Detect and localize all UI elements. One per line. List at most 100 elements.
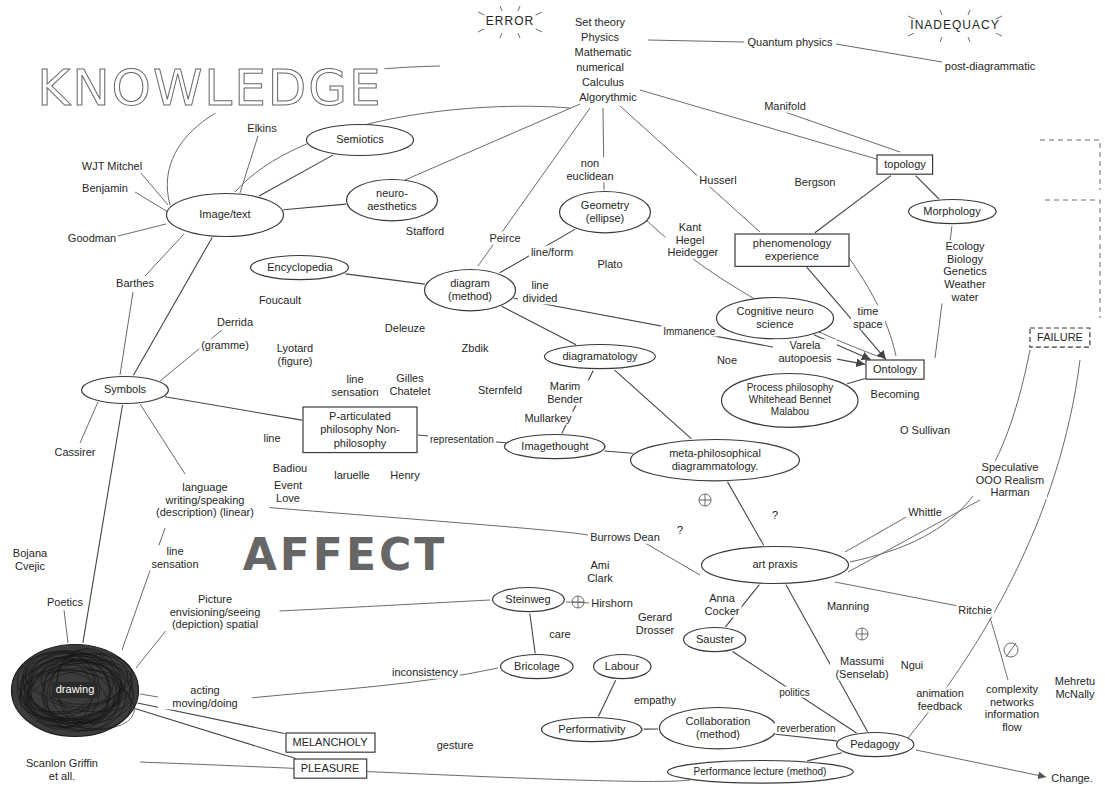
node-text: Performativity [558,723,625,736]
note-text: INADEQUACY [908,19,1001,33]
note-text: acting moving/doing [158,684,252,709]
connector [644,728,658,729]
node-text: topology [884,158,926,171]
note-text: empathy [632,694,678,707]
sketch-line [240,136,258,193]
note-text: Physics [579,31,621,44]
note-text: Hirshorn [589,597,635,610]
ellipse-outline [307,125,414,156]
note-text: Henry [388,469,421,482]
ellipse-outline [722,373,859,427]
connector [135,709,296,759]
connector [916,176,939,199]
ellipse-outline [492,588,564,612]
concept-ellipse: Labour [592,653,653,680]
ellipse-outline [836,733,913,757]
note-text: Deleuze [383,322,427,335]
note-text: Peirce [487,232,522,245]
connector [346,274,425,284]
concept-ellipse: Symbols [80,375,170,405]
sketch-line [250,668,498,698]
sketch-line [845,516,908,552]
note-text: Plato [595,258,624,271]
note-text: Poetics [45,596,85,609]
note-text: Ecology Biology Genetics Weather water [936,240,995,303]
sketch-line [405,104,580,180]
ellipse-outline [593,655,651,679]
sketch-line [140,404,185,474]
connector [604,451,633,453]
node-text: phenomenology experience [742,237,842,263]
concept-ellipse: Semiotics [305,123,415,157]
node-text: neuro-aesthetics [362,187,422,213]
circled-plus [699,494,711,506]
note-text: Whittle [906,506,944,519]
node-text: Ontology [873,363,917,376]
ellipse-outline [347,179,438,220]
connector [847,379,865,384]
note-text: Husserl [697,174,738,187]
note-text: Gilles Chatelet [386,372,435,397]
note-text: Sternfeld [476,384,524,397]
sketch-line [135,192,168,212]
sketch-line [140,172,168,205]
dashed-frame [1045,200,1100,318]
node-text: Geometry (ellipse) [575,199,635,225]
note-text: numerical [574,61,626,74]
note-text: Ritchie [956,604,994,617]
box-outline [303,407,417,453]
node-text: meta-philosophical diagrammatology. [655,447,775,473]
node-text: Encyclopedia [267,261,332,274]
sketch-line [235,106,570,192]
note-text: Manning [825,600,871,613]
circled-plus [572,596,584,608]
node-text: Labour [605,660,639,673]
note-text: inconsistency [390,666,460,679]
note-text: line sensation [328,373,382,398]
concept-ellipse: Bricolage [499,653,575,680]
node-text: Pedagogy [850,738,900,751]
connector [283,204,345,210]
connector [514,298,865,364]
node-text: Sauster [696,633,734,646]
concept-ellipse: Geometry (ellipse) [558,190,652,234]
note-text: complexity networks information flow [978,683,1047,734]
sketch-line [640,90,880,160]
scribble-fill [12,644,139,736]
ellipse-outline [545,345,656,369]
node-text: FAILURE [1037,331,1083,344]
node-text: diagramatology [562,350,637,363]
note-text: WJT Mitchel [80,160,144,173]
node-text: Bricolage [514,660,560,673]
node-text: Collaboration (method) [678,715,758,741]
connector [259,155,333,196]
node-text: Semiotics [336,133,384,146]
note-text: Speculative OOO Realism Harman [973,461,1047,499]
display-word: AFFECT [241,533,450,577]
concept-box: topology [876,154,934,175]
sketch-line [250,506,588,535]
note-text: Mathematic [573,46,634,59]
node-text: MELANCHOLY [293,736,368,749]
emphasis-rays [908,10,1002,42]
edge-label: politics [777,687,812,698]
node-text: PLEASURE [301,762,360,775]
node-text: drawing [52,682,99,697]
ellipse-outline [667,761,853,784]
note-text: line/form [529,246,575,259]
note-text: O Sullivan [898,424,952,437]
note-text: Change. [1049,772,1095,785]
concept-ellipse: Encyclopedia [249,254,350,281]
note-text: Foucault [257,294,303,307]
concept-ellipse: diagram (method) [423,268,517,312]
scribble-stroke [16,650,128,725]
sketch-line [850,350,1030,562]
note-text: Gerard Drosser [631,611,680,636]
connector [776,734,837,741]
sketch-line [640,540,700,575]
circled-slash [1004,643,1018,657]
note-text: line sensation [148,545,202,570]
sketch-line [990,618,1008,680]
note-text: Benjamin [80,182,130,195]
